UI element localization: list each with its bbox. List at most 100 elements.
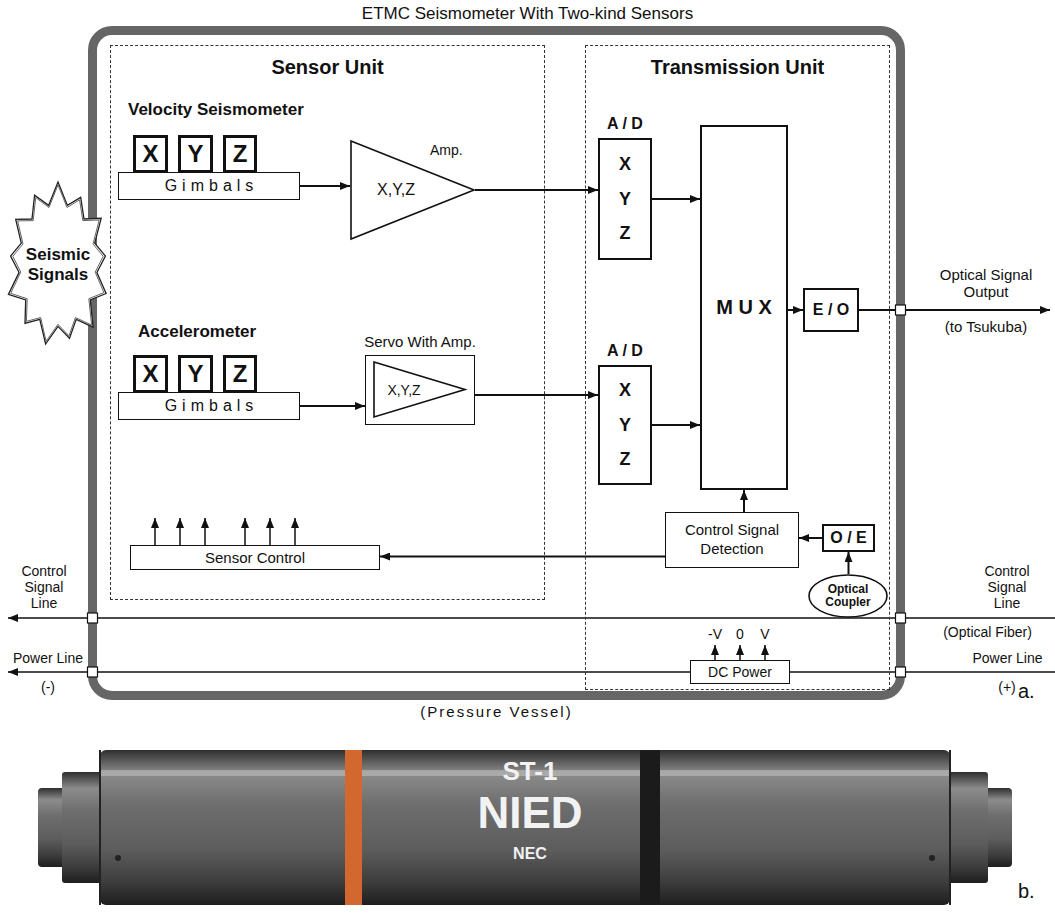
cylinder-photo bbox=[38, 750, 1012, 905]
node-label: A / D bbox=[580, 342, 670, 360]
node-label: Z bbox=[620, 449, 631, 470]
control-arrow bbox=[269, 518, 271, 545]
ad-converter-box: A / DXYZ bbox=[598, 138, 652, 260]
signal-arrow bbox=[300, 405, 365, 407]
node-label: X,Y,Z bbox=[350, 181, 442, 199]
oe-converter-box: O / E bbox=[822, 524, 875, 552]
node-label: Sensor Unit bbox=[111, 56, 544, 79]
ad-converter-box: A / DXYZ bbox=[598, 365, 652, 485]
axis-box: X bbox=[133, 135, 168, 173]
diagram-title: ETMC Seismometer With Two-kind Sensors bbox=[0, 4, 1055, 24]
signal-arrow bbox=[475, 189, 598, 191]
node-label: X bbox=[619, 380, 631, 401]
gimbals-box: Gimbals bbox=[118, 172, 300, 200]
seismic-signal-burst: Seismic Signals bbox=[3, 180, 113, 350]
node-label: (Pressure Vessel) bbox=[97, 703, 896, 720]
node-label: X bbox=[142, 360, 158, 388]
line-name: Power Line bbox=[8, 650, 88, 666]
eo-converter-box: E / O bbox=[803, 288, 859, 332]
control-arrow bbox=[179, 518, 181, 545]
node-label: O / E bbox=[830, 529, 866, 547]
port bbox=[896, 667, 906, 677]
port bbox=[896, 305, 906, 315]
multiplexer-box: M U X bbox=[700, 125, 788, 490]
panel-letter: a. bbox=[1018, 680, 1048, 703]
black-band bbox=[640, 750, 660, 905]
amplifier-symbol bbox=[351, 141, 474, 239]
polarity-mark: (+) bbox=[992, 679, 1022, 695]
node-label: Servo With Amp. bbox=[336, 333, 504, 350]
control-arrow bbox=[294, 518, 296, 545]
node-label: Z bbox=[233, 140, 248, 168]
burst-outline bbox=[8, 182, 106, 344]
node-label: Y bbox=[619, 189, 631, 210]
burst-outline bbox=[11, 185, 104, 341]
panel-letter: b. bbox=[1018, 880, 1048, 903]
node-label: E / O bbox=[813, 301, 849, 319]
node-label: Y bbox=[619, 415, 631, 436]
pressure-vessel: (Pressure Vessel)Sensor UnitXYZGimbalsAm… bbox=[88, 26, 905, 700]
control-arrow bbox=[204, 518, 206, 545]
line-name: Control Signal Line bbox=[12, 563, 76, 611]
rail-arrow bbox=[739, 645, 741, 660]
transmission-unit: Transmission Unit A / DXYZ A / DXYZ M U X E … bbox=[585, 45, 890, 690]
optical-coupler: Optical Coupler bbox=[808, 574, 888, 618]
end-cap bbox=[984, 788, 1012, 867]
end-collar bbox=[62, 772, 104, 883]
line-name: Power Line bbox=[965, 650, 1050, 666]
signal-arrow bbox=[652, 424, 700, 426]
end-collar bbox=[946, 772, 988, 883]
group-heading: Accelerometer bbox=[138, 322, 338, 342]
line-name: Control Signal Line bbox=[975, 563, 1039, 611]
group-heading: Velocity Seismometer bbox=[128, 100, 348, 120]
power-line bbox=[8, 671, 690, 673]
node-label: Amp. bbox=[430, 142, 463, 158]
signal-arrow bbox=[743, 490, 745, 512]
line-note: (Optical Fiber) bbox=[925, 624, 1050, 640]
node-label: Transmission Unit bbox=[586, 56, 889, 79]
node-label: M U X bbox=[716, 296, 772, 319]
node-label: Gimbals bbox=[160, 177, 259, 195]
port bbox=[896, 613, 906, 623]
node-label: X,Y,Z bbox=[387, 382, 420, 398]
rail-arrow bbox=[714, 645, 716, 660]
signal-arrow bbox=[652, 198, 700, 200]
control-arrow bbox=[244, 518, 246, 545]
optical-output-arrow bbox=[859, 309, 1050, 311]
axis-box: X bbox=[133, 355, 168, 393]
coupler-ellipse bbox=[809, 575, 887, 617]
power-line bbox=[790, 671, 1055, 673]
signal-arrow bbox=[300, 185, 350, 187]
screw bbox=[115, 855, 121, 861]
gimbals-box: Gimbals bbox=[118, 392, 300, 420]
port bbox=[88, 613, 98, 623]
cylinder-body bbox=[100, 750, 950, 905]
axis-box: Y bbox=[178, 355, 213, 393]
node-label: Optical Coupler bbox=[818, 583, 878, 609]
seam bbox=[99, 750, 101, 905]
signal-destination: (to Tsukuba) bbox=[922, 318, 1050, 335]
rail-name: -V bbox=[700, 626, 730, 642]
engraved-text: NEC bbox=[430, 845, 630, 863]
node-label: Z bbox=[620, 223, 631, 244]
node-label: Gimbals bbox=[160, 397, 259, 415]
end-cap bbox=[38, 788, 66, 867]
node-label: Seismic Signals bbox=[16, 245, 100, 284]
node-label: Sensor Control bbox=[205, 549, 305, 566]
rail-arrow bbox=[764, 645, 766, 660]
node-label: X bbox=[619, 154, 631, 175]
signal-arrow bbox=[799, 537, 822, 539]
rail-name: 0 bbox=[725, 626, 755, 642]
control-detection-box: Control Signal Detection bbox=[665, 512, 799, 568]
engraved-text: NIED bbox=[430, 788, 630, 839]
signal-arrow bbox=[848, 552, 850, 574]
orange-band bbox=[345, 750, 362, 905]
dc-power-box: DC Power bbox=[690, 660, 790, 684]
seam bbox=[949, 750, 951, 905]
servo-amplifier-box: Servo With Amp.X,Y,Z bbox=[365, 355, 475, 425]
axis-box: Z bbox=[223, 355, 257, 393]
amplifier-triangle: Amp. X,Y,Z bbox=[350, 140, 475, 240]
polarity-mark: (-) bbox=[33, 679, 63, 695]
